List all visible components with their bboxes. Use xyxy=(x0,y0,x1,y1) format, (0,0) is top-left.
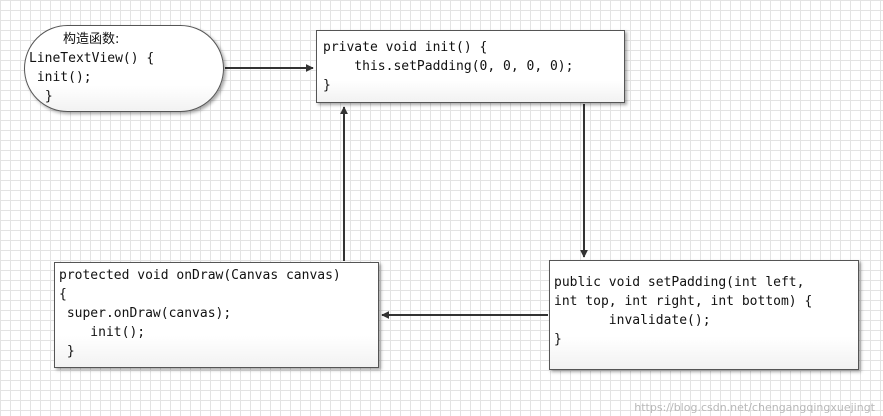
code-line: this.setPadding(0, 0, 0, 0); xyxy=(323,59,574,74)
code-line: super.onDraw(canvas); xyxy=(59,306,232,321)
constructor-node: 构造函数: LineTextView() { init(); } xyxy=(24,25,224,112)
code-line: int top, int right, int bottom) { xyxy=(554,294,813,309)
code-line: init(); xyxy=(59,325,146,340)
code-line: protected void onDraw(Canvas canvas) xyxy=(59,268,341,283)
code-line: init(); xyxy=(29,70,92,85)
constructor-heading: 构造函数: xyxy=(63,32,120,47)
code-line: } xyxy=(59,344,75,359)
code-line: public void setPadding(int left, xyxy=(554,275,805,290)
code-line: } xyxy=(554,332,562,347)
setpadding-method-node: public void setPadding(int left, int top… xyxy=(549,260,859,370)
code-line: } xyxy=(37,89,53,104)
code-line: LineTextView() { xyxy=(29,51,155,66)
code-line: invalidate(); xyxy=(554,313,711,328)
ondraw-method-node: protected void onDraw(Canvas canvas) { s… xyxy=(54,262,379,368)
code-line: private void init() { xyxy=(323,40,488,55)
code-line: } xyxy=(323,78,331,93)
code-line: { xyxy=(59,287,67,302)
init-method-node: private void init() { this.setPadding(0,… xyxy=(316,30,625,103)
watermark: https://blog.csdn.net/chengangqingxuejin… xyxy=(634,401,875,414)
